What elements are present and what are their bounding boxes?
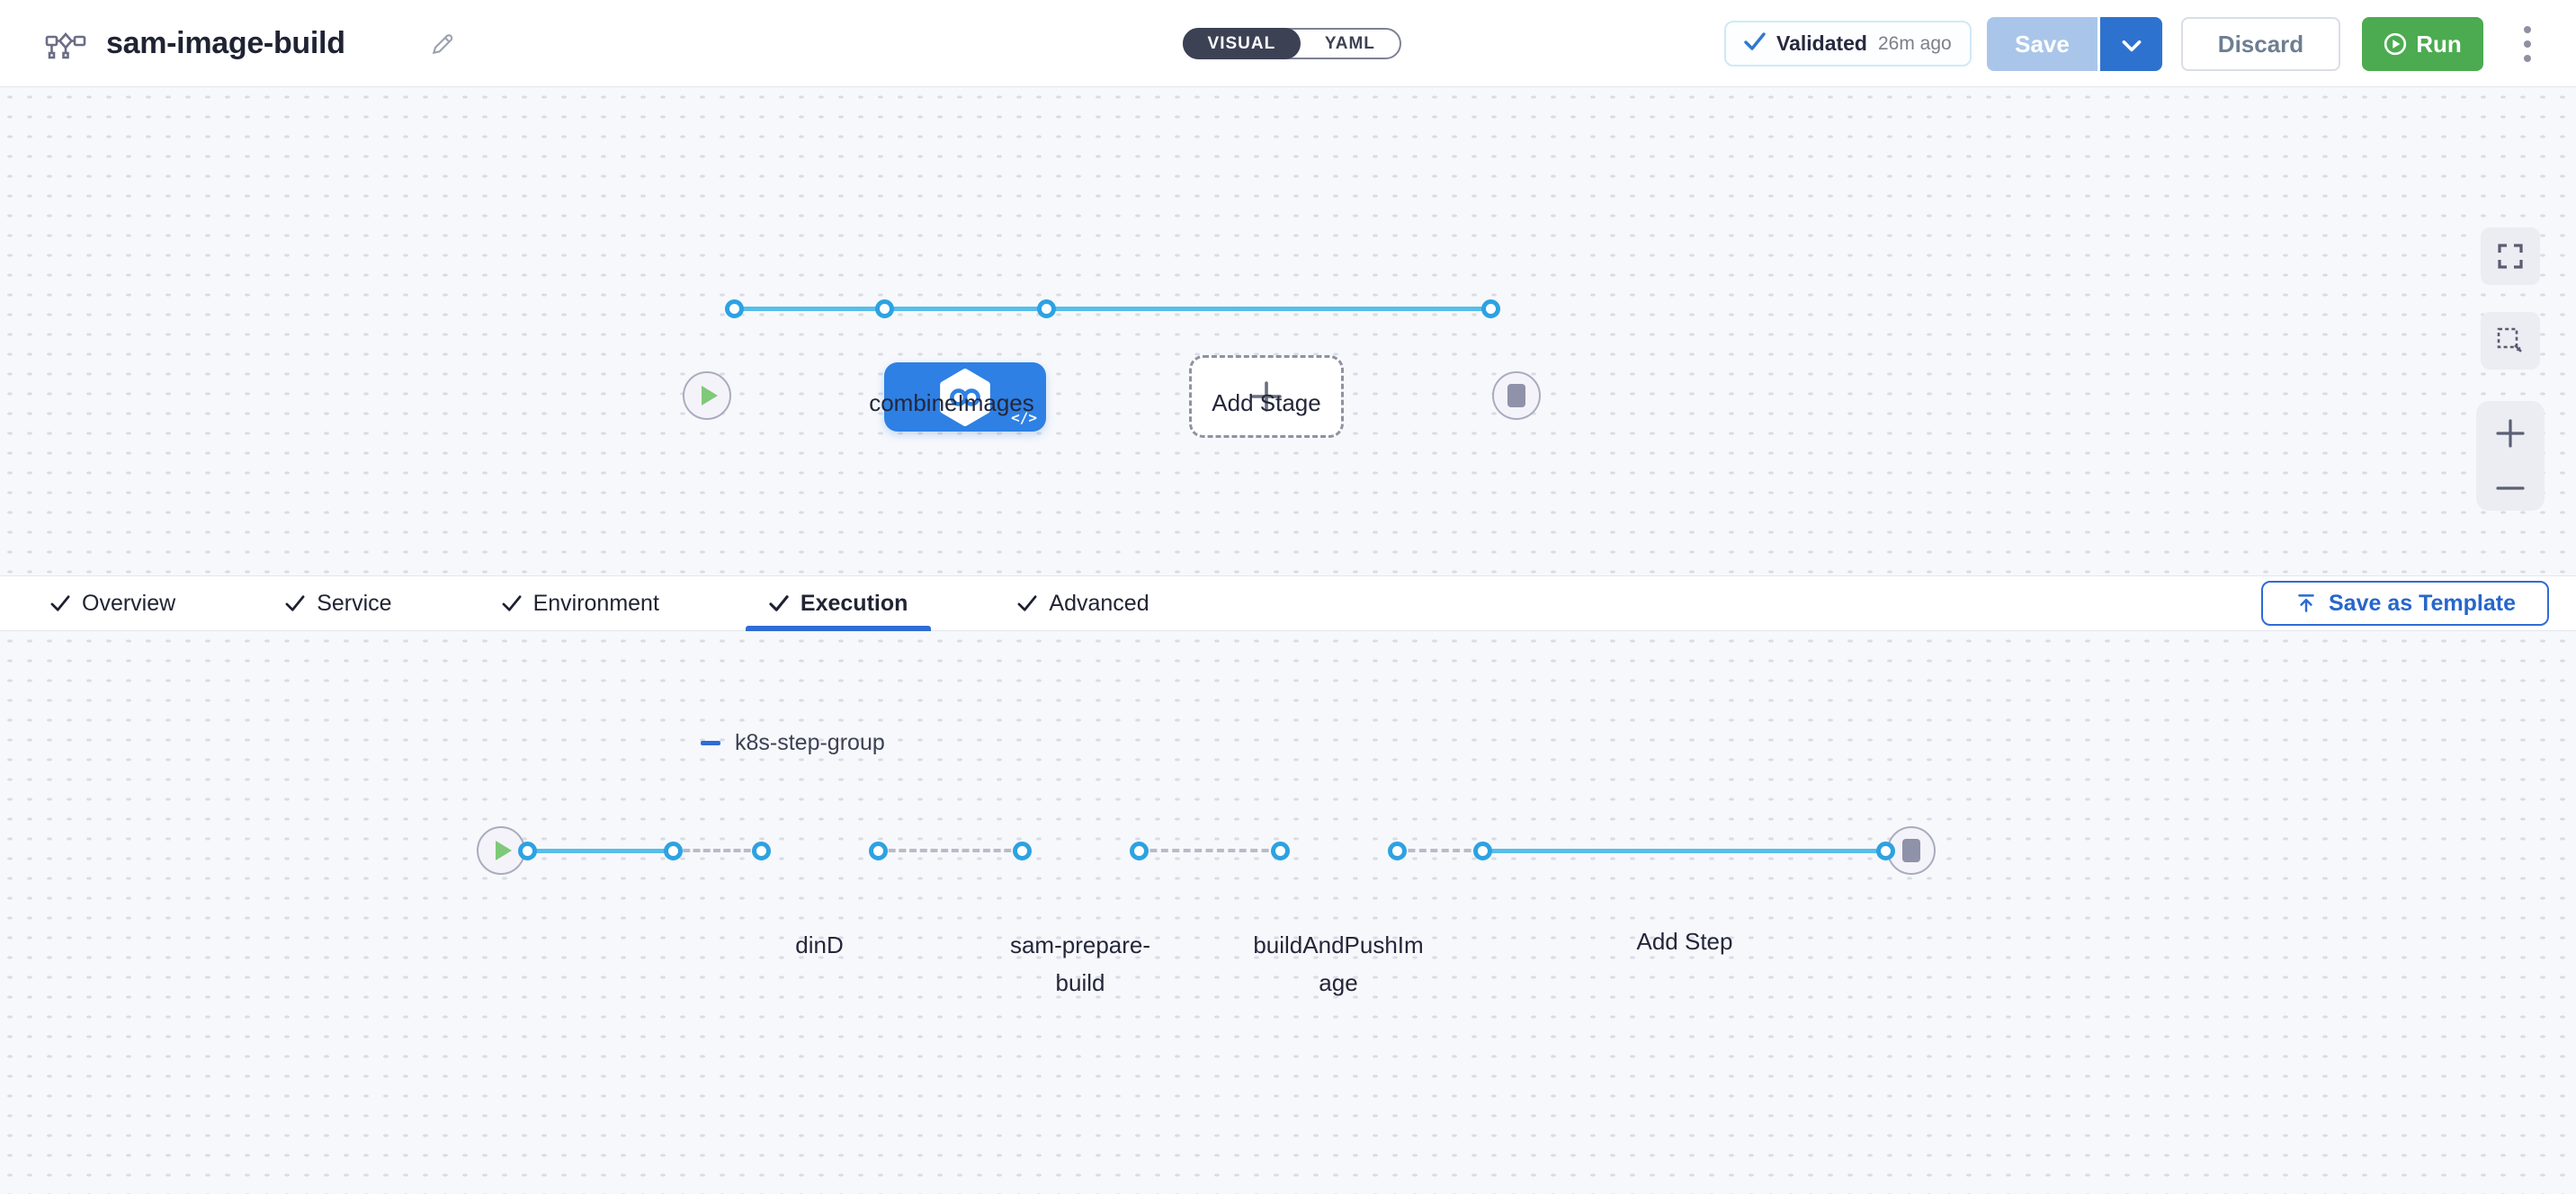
zoom-out-button[interactable]	[2495, 483, 2526, 494]
save-button[interactable]: Save	[1987, 17, 2097, 71]
tab-execution[interactable]: Execution	[745, 576, 932, 631]
stage-canvas[interactable]: </> combineImages Add Stage	[0, 87, 2576, 575]
add-stage-button[interactable]	[1189, 355, 1344, 438]
visual-yaml-toggle: VISUAL YAML	[1183, 28, 1401, 59]
run-button[interactable]: Run	[2362, 17, 2483, 71]
pipeline-end-node[interactable]	[1492, 371, 1541, 420]
plus-icon	[1249, 379, 1284, 414]
tab-label: Environment	[532, 590, 659, 616]
step-connector-dashed	[1397, 849, 1482, 852]
save-as-template-button[interactable]: Save as Template	[2261, 581, 2549, 626]
chevron-down-icon	[2122, 31, 2142, 58]
collapse-group-icon[interactable]	[701, 741, 720, 745]
step-connector-dashed	[1139, 849, 1280, 852]
port[interactable]	[1875, 841, 1895, 860]
validated-label: Validated	[1776, 31, 1867, 55]
save-as-template-label: Save as Template	[2329, 590, 2516, 616]
port[interactable]	[1036, 298, 1056, 318]
check-icon	[1017, 595, 1037, 611]
tab-label: Overview	[82, 590, 176, 616]
step-connector-dashed	[878, 849, 1022, 852]
tab-environment[interactable]: Environment	[479, 576, 683, 630]
tab-visual[interactable]: VISUAL	[1183, 28, 1301, 59]
step-label: sam-prepare-build	[1009, 931, 1151, 996]
execution-end-node[interactable]	[1887, 826, 1936, 875]
stage-node-combineimages[interactable]: </>	[884, 362, 1046, 432]
port[interactable]	[1270, 841, 1290, 860]
execution-start-node[interactable]	[477, 826, 525, 875]
pipeline-start-node[interactable]	[683, 371, 731, 420]
step-connector-line	[527, 848, 673, 853]
check-icon	[50, 595, 70, 611]
step-label: dinD	[795, 931, 844, 958]
edit-title-icon[interactable]	[430, 30, 457, 57]
add-step-label: Add Step	[1636, 928, 1733, 955]
discard-button[interactable]: Discard	[2181, 17, 2340, 71]
port[interactable]	[724, 298, 744, 318]
stage-connector-line	[734, 306, 1491, 311]
upload-icon	[2294, 592, 2318, 615]
zoom-in-button[interactable]	[2495, 418, 2526, 449]
port[interactable]	[868, 841, 888, 860]
execution-canvas[interactable]: Execution Rollback k8s-step-group	[0, 631, 2576, 1194]
port[interactable]	[1012, 841, 1032, 860]
tab-label: Service	[317, 590, 392, 616]
play-icon	[495, 840, 513, 861]
step-label: buildAndPushImage	[1253, 931, 1424, 996]
multi-select-button[interactable]	[2481, 312, 2540, 370]
custom-stage-icon	[935, 368, 995, 427]
header: sam-image-build VISUAL YAML Validated 26…	[0, 0, 2576, 87]
step-connector-dashed	[673, 849, 761, 852]
port[interactable]	[1480, 298, 1500, 318]
zoom-control	[2476, 401, 2545, 511]
port[interactable]	[663, 841, 683, 860]
pipeline-title: sam-image-build	[106, 26, 345, 60]
stop-icon	[1507, 384, 1525, 407]
port[interactable]	[1472, 841, 1492, 860]
port[interactable]	[751, 841, 771, 860]
stop-icon	[1902, 839, 1920, 862]
validated-check-icon	[1744, 31, 1766, 56]
add-stage-label: Add Stage	[1212, 389, 1321, 416]
port[interactable]	[1129, 841, 1149, 860]
step-group-header: k8s-step-group	[701, 730, 885, 756]
pipeline-icon	[45, 28, 86, 62]
run-play-icon	[2384, 32, 2407, 56]
port[interactable]	[1387, 841, 1407, 860]
port[interactable]	[517, 841, 537, 860]
play-icon	[701, 385, 719, 406]
tab-overview[interactable]: Overview	[27, 576, 199, 630]
more-options-icon[interactable]	[2508, 23, 2547, 65]
check-icon	[285, 595, 305, 611]
stage-config-tabbar: Overview Service Environment Execution A…	[0, 575, 2576, 631]
step-connector-line	[1482, 848, 1887, 853]
validated-time: 26m ago	[1877, 32, 1952, 54]
step-group-label: k8s-step-group	[735, 730, 885, 755]
check-icon	[769, 595, 789, 611]
tab-advanced[interactable]: Advanced	[994, 576, 1172, 630]
port[interactable]	[874, 298, 894, 318]
check-icon	[502, 595, 522, 611]
run-label: Run	[2416, 30, 2462, 58]
save-options-button[interactable]	[2100, 17, 2162, 71]
tab-service[interactable]: Service	[262, 576, 415, 630]
fullscreen-button[interactable]	[2481, 227, 2540, 285]
stage-label: combineImages	[869, 389, 1034, 416]
stage-code-badge: </>	[1011, 409, 1037, 426]
tab-label: Advanced	[1049, 590, 1149, 616]
tab-label: Execution	[800, 590, 908, 616]
tab-yaml[interactable]: YAML	[1324, 33, 1375, 53]
validated-badge[interactable]: Validated 26m ago	[1724, 21, 1972, 67]
